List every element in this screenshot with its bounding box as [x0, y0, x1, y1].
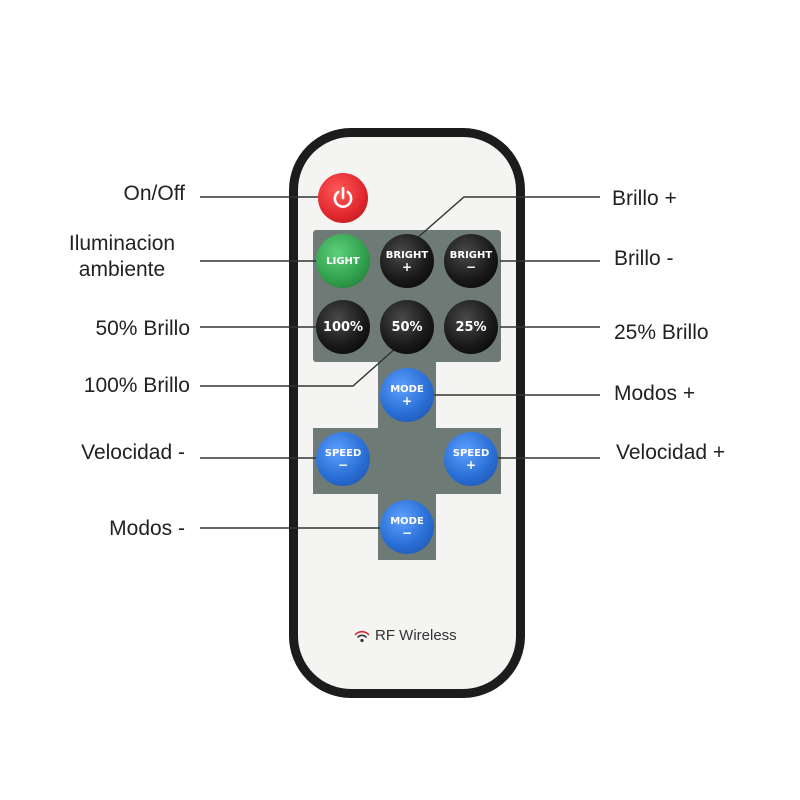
bright-plus-label: BRIGHT	[385, 249, 429, 261]
mode-minus-label: MODE	[390, 515, 424, 527]
speed-minus-sign: −	[337, 457, 349, 472]
brand-rf-wireless: RF Wireless	[354, 627, 457, 644]
wireless-signal-icon	[354, 630, 370, 642]
speed-minus-label: SPEED	[324, 447, 362, 459]
speed-plus-button[interactable]: SPEED +	[444, 432, 498, 486]
power-button[interactable]	[318, 173, 368, 223]
label-brillo-50: 50% Brillo	[95, 317, 190, 340]
label-brillo-minus: Brillo -	[614, 247, 674, 270]
mode-plus-button[interactable]: MODE +	[380, 368, 434, 422]
brightness-25-button[interactable]: 25%	[444, 300, 498, 354]
label-modos-plus: Modos +	[614, 382, 696, 405]
label-brillo-25: 25% Brillo	[614, 321, 709, 344]
label-brillo-plus: Brillo +	[612, 187, 677, 210]
label-iluminacion: Iluminacion ambiente	[52, 231, 192, 283]
label-brillo-100: 100% Brillo	[83, 374, 190, 397]
brand-text: RF Wireless	[375, 627, 457, 644]
speed-plus-label: SPEED	[452, 447, 490, 459]
bright-plus-sign: +	[401, 259, 413, 274]
mode-minus-button[interactable]: MODE −	[380, 500, 434, 554]
mode-plus-sign: +	[401, 393, 413, 408]
label-on-off: On/Off	[123, 182, 185, 205]
bright-minus-sign: −	[465, 259, 477, 274]
label-iluminacion-line1: Iluminacion	[68, 232, 176, 255]
brightness-50-button[interactable]: 50%	[380, 300, 434, 354]
light-button[interactable]: LIGHT	[316, 234, 370, 288]
brightness-100-button[interactable]: 100%	[316, 300, 370, 354]
brightness-50-label: 50%	[391, 319, 423, 335]
label-velocidad-plus: Velocidad +	[616, 441, 726, 464]
label-velocidad-minus: Velocidad -	[81, 441, 185, 464]
mode-plus-label: MODE	[390, 383, 424, 395]
bright-minus-button[interactable]: BRIGHT −	[444, 234, 498, 288]
bright-plus-button[interactable]: BRIGHT +	[380, 234, 434, 288]
bright-minus-label: BRIGHT	[449, 249, 493, 261]
light-button-label: LIGHT	[326, 255, 360, 267]
power-icon	[333, 186, 353, 208]
speed-minus-button[interactable]: SPEED −	[316, 432, 370, 486]
label-modos-minus: Modos -	[109, 517, 185, 540]
mode-minus-sign: −	[401, 525, 413, 540]
speed-plus-sign: +	[465, 457, 477, 472]
label-iluminacion-line2: ambiente	[78, 258, 166, 281]
brightness-100-label: 100%	[322, 319, 364, 335]
brightness-25-label: 25%	[455, 319, 487, 335]
